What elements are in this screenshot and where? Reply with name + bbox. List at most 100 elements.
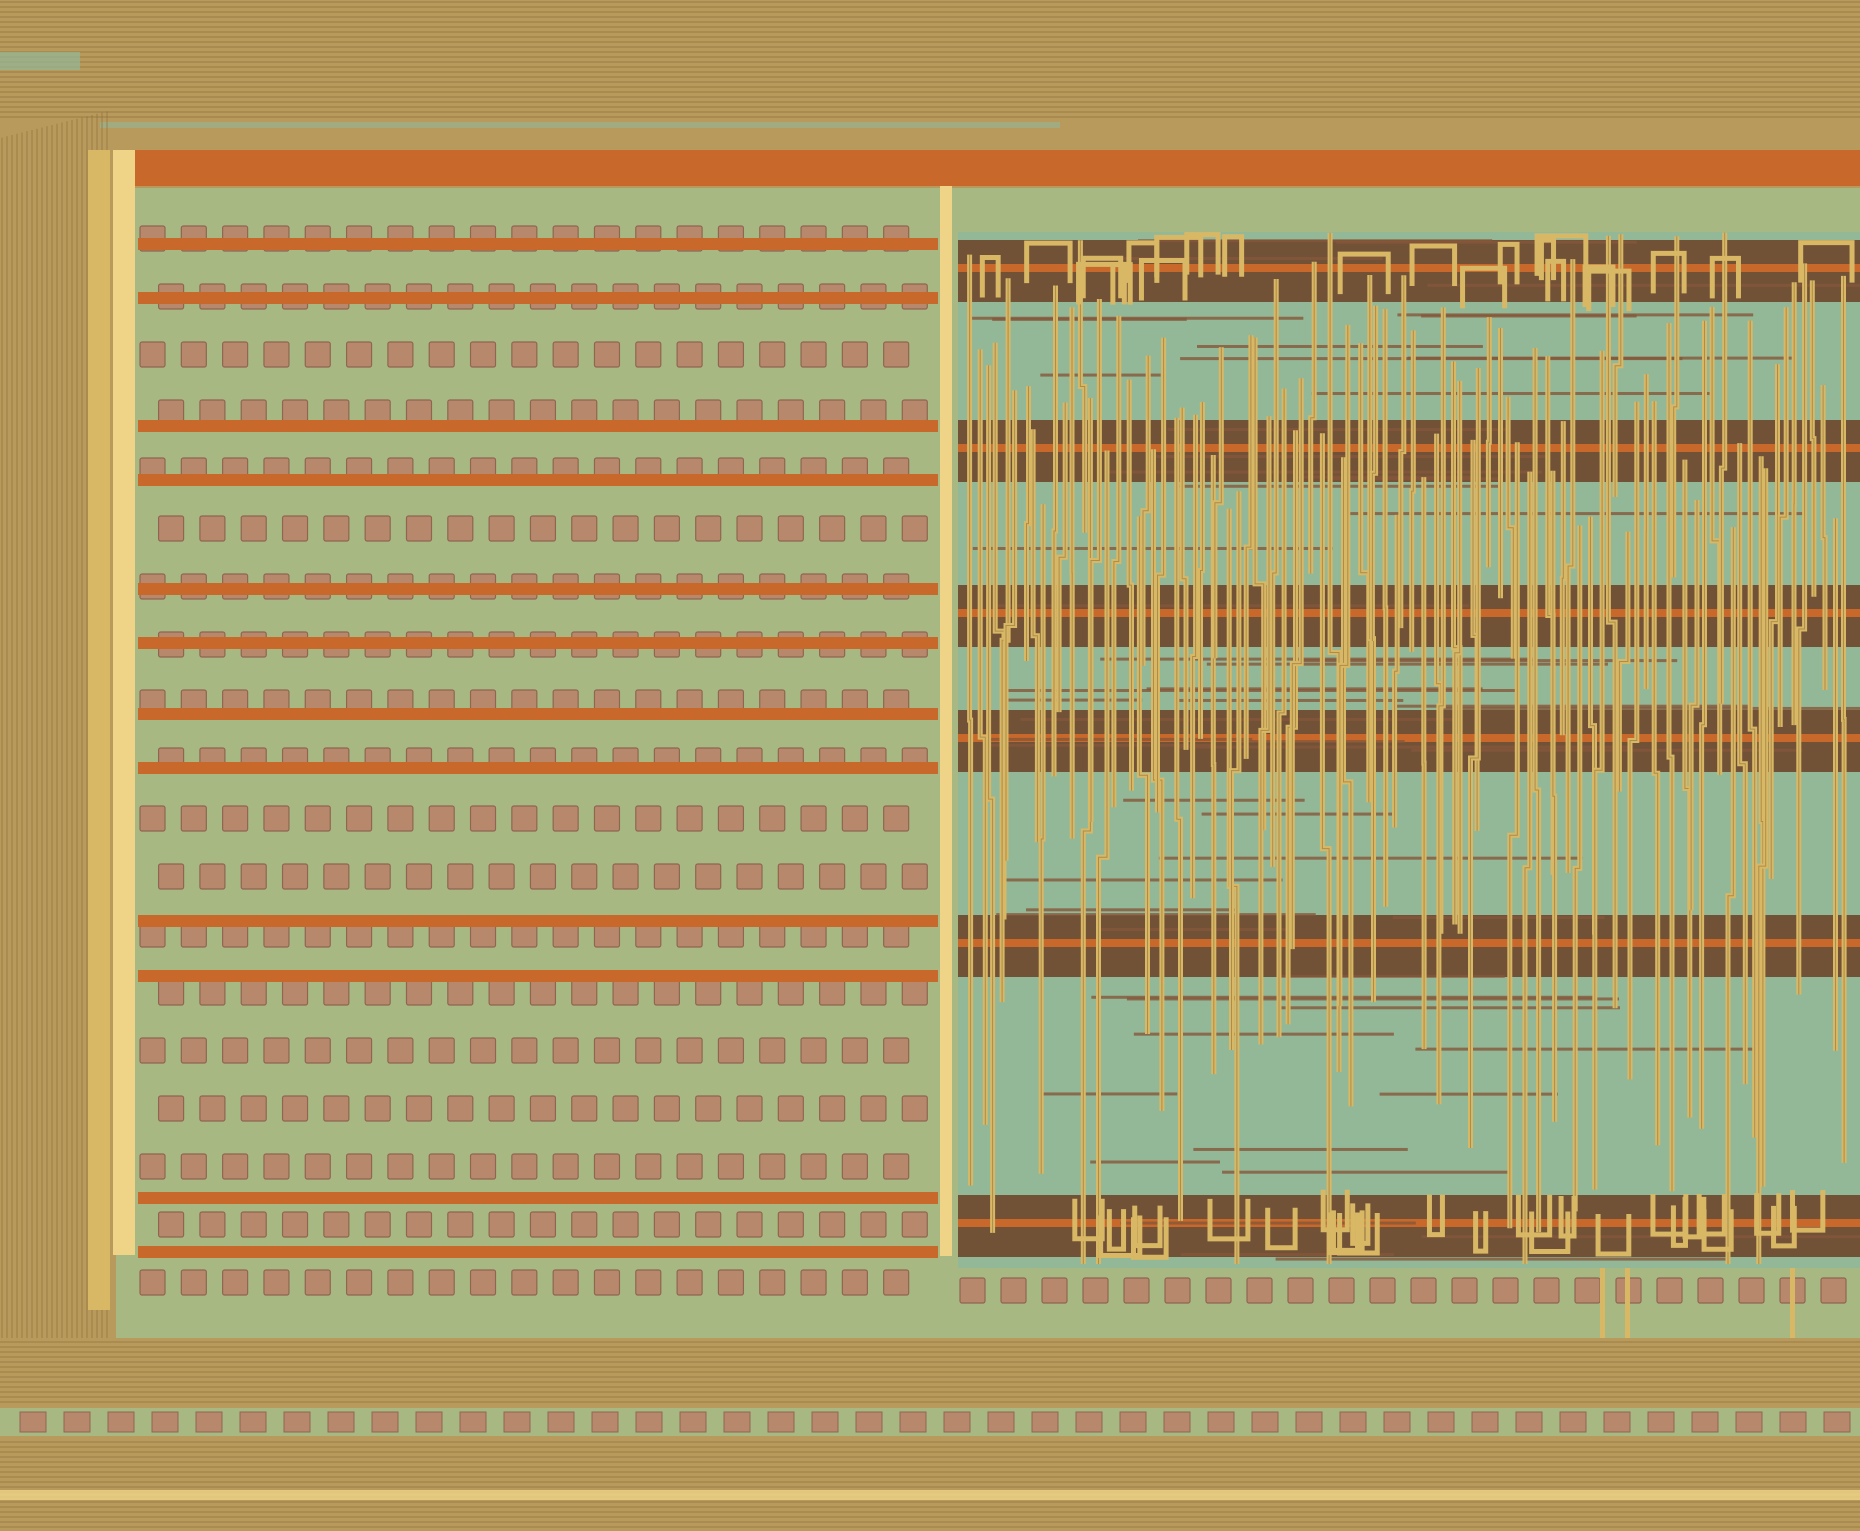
filler-square <box>676 341 703 368</box>
filler-square <box>469 805 497 832</box>
filler-square <box>841 805 868 832</box>
bottom-fill-square <box>1823 1411 1851 1433</box>
filler-square <box>635 1037 662 1064</box>
filler-power-rail <box>138 474 938 486</box>
filler-square <box>529 979 557 1006</box>
logic-strap-edge <box>1727 527 1734 1264</box>
logic-strap-edge <box>1684 459 1691 1118</box>
bottom-fill-square <box>459 1411 487 1433</box>
filler-square <box>883 805 910 832</box>
filler-square <box>511 341 538 368</box>
logic-strap-edge <box>1739 443 1746 1085</box>
logic-strap-loop <box>1409 243 1458 287</box>
filler-square <box>387 1037 414 1064</box>
filler-square <box>883 1037 910 1064</box>
logic-trace <box>1415 1047 1754 1051</box>
filler-square <box>180 1037 207 1064</box>
filler-square <box>1820 1277 1847 1304</box>
filler-square <box>736 515 763 542</box>
filler-square <box>428 1153 455 1180</box>
logic-strap-edge <box>1113 315 1120 808</box>
logic-trace <box>1441 706 1860 710</box>
logic-trace <box>1137 239 1493 243</box>
logic-strap-edge <box>1138 516 1148 1034</box>
bottom-fill-square <box>107 1411 135 1433</box>
filler-power-rail <box>138 1246 938 1258</box>
logic-drop-wire <box>1625 1268 1630 1338</box>
filler-square <box>819 1095 846 1122</box>
filler-square <box>488 515 515 542</box>
filler-square <box>800 1269 827 1296</box>
filler-square <box>800 1153 827 1180</box>
filler-square <box>157 979 185 1006</box>
filler-square <box>345 1153 373 1180</box>
filler-square <box>571 863 598 890</box>
filler-square <box>736 1211 763 1238</box>
filler-square <box>552 805 579 832</box>
logic-strap-edge <box>1260 416 1270 1045</box>
logic-strap-edge <box>1321 433 1330 1264</box>
filler-square <box>488 1211 515 1238</box>
logic-strap-edge <box>1310 261 1315 574</box>
logic-trace <box>1026 908 1236 912</box>
top-left-tab <box>0 52 80 70</box>
logic-strap-loop <box>1138 258 1188 301</box>
filler-square <box>1123 1277 1150 1304</box>
filler-square <box>860 979 887 1006</box>
filler-square <box>819 515 846 542</box>
logic-strap-edge <box>1394 514 1398 828</box>
filler-square <box>612 1095 639 1122</box>
filler-square <box>883 1269 910 1296</box>
logic-drop-wire <box>1600 1268 1605 1338</box>
logic-trace <box>1179 484 1503 488</box>
filler-square <box>759 805 786 832</box>
logic-strap-edge <box>1098 450 1108 1264</box>
filler-square <box>263 805 290 832</box>
filler-square <box>1041 1277 1068 1304</box>
bottom-fill-square <box>1119 1411 1147 1433</box>
filler-square <box>240 863 267 890</box>
logic-strap-edge <box>1360 343 1370 803</box>
logic-strap-edge <box>1272 279 1277 867</box>
bottom-fill-square <box>547 1411 575 1433</box>
logic-strap-edge <box>1192 414 1197 899</box>
filler-square <box>1164 1277 1191 1304</box>
filler-square <box>469 341 497 368</box>
filler-power-rail <box>138 238 938 250</box>
filler-power-rails <box>138 238 938 1258</box>
filler-square <box>199 1095 226 1122</box>
filler-square <box>323 1095 350 1122</box>
filler-power-rail <box>138 970 938 982</box>
filler-square <box>364 515 391 542</box>
bottom-fill-square <box>1559 1411 1587 1433</box>
filler-square <box>447 979 474 1006</box>
filler-square <box>653 979 680 1006</box>
filler-square <box>240 1095 267 1122</box>
filler-square <box>139 341 166 368</box>
filler-square <box>1328 1277 1355 1304</box>
filler-square <box>959 1277 986 1304</box>
filler-square <box>222 805 249 832</box>
logic-strap-edge <box>1470 368 1479 1148</box>
logic-strap-edge <box>1843 275 1845 1163</box>
filler-square <box>364 1095 391 1122</box>
filler-square <box>281 979 309 1006</box>
filler-square <box>199 863 226 890</box>
bottom-fill-square <box>1471 1411 1499 1433</box>
top-supply-rail <box>116 150 1860 186</box>
bottom-fill-square <box>723 1411 751 1433</box>
logic-strap-loop <box>1754 1193 1782 1236</box>
filler-square <box>759 1037 786 1064</box>
filler-power-rail <box>138 915 938 927</box>
logic-trace <box>1146 687 1483 691</box>
filler-square <box>1697 1277 1724 1304</box>
logic-strap-loop <box>1790 1190 1826 1233</box>
filler-square <box>1410 1277 1437 1304</box>
logic-strap-edge <box>1574 525 1581 1212</box>
logic-drop-wire <box>1790 1268 1795 1338</box>
bottom-fill-square <box>855 1411 883 1433</box>
logic-trace <box>1180 1253 1394 1257</box>
filler-square <box>304 1269 331 1296</box>
logic-strap-edge <box>1509 442 1518 1229</box>
logic-strap-edge <box>969 254 972 1186</box>
